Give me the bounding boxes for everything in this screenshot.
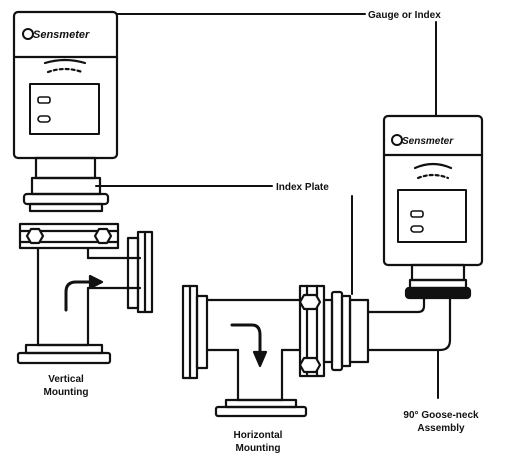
gooseneck-meter-brand: Sensmeter	[402, 136, 454, 147]
gooseneck-coupling	[404, 278, 472, 300]
vertical-mounting-label-line1: Vertical	[48, 374, 84, 385]
vertical-mounting-assembly	[12, 10, 154, 365]
gooseneck-meter-housing	[382, 114, 484, 267]
horizontal-flange-band	[298, 284, 326, 378]
horizontal-mounting-label-line2: Mounting	[236, 443, 281, 454]
vertical-meter-brand: Sensmeter	[33, 29, 90, 41]
horizontal-mounting-assembly	[181, 114, 484, 418]
leader-lines	[95, 13, 439, 399]
vertical-index-plate	[22, 176, 110, 213]
horizontal-flow-arrow	[230, 323, 268, 368]
gooseneck-pipe	[366, 296, 452, 352]
horizontal-inlet-flange	[181, 284, 209, 380]
index-plate-label: Index Plate	[276, 182, 329, 193]
horizontal-bottom-flange	[214, 398, 308, 418]
vertical-bottom-flange	[16, 343, 112, 365]
horizontal-index-plate	[322, 290, 370, 372]
gooseneck-meter-neck	[410, 263, 466, 282]
gooseneck-label-line2: Assembly	[417, 423, 465, 434]
vertical-mounting-label-line2: Mounting	[44, 387, 89, 398]
gooseneck-meter-logo: Sensmeter	[391, 134, 454, 147]
gauge-or-index-label: Gauge or Index	[368, 10, 441, 21]
horizontal-tee-pipe	[205, 298, 302, 402]
horizontal-mounting-label-line1: Horizontal	[234, 430, 283, 441]
vertical-flange-band	[18, 222, 120, 250]
vertical-flow-arrow	[64, 274, 104, 312]
vertical-meter-logo: Sensmeter	[22, 28, 90, 41]
gooseneck-label-line1: 90° Goose-neck	[403, 410, 479, 421]
vertical-meter-neck	[34, 156, 97, 180]
